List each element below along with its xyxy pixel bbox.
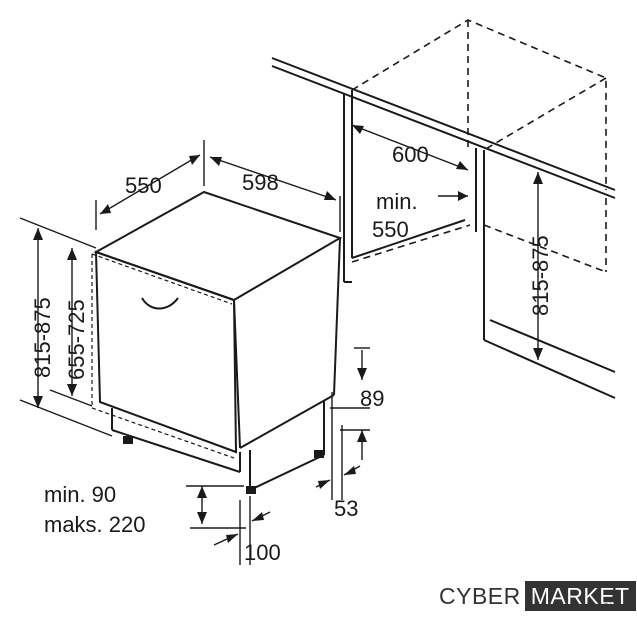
worktop bbox=[271, 57, 616, 199]
logo-suffix: .BY bbox=[601, 602, 616, 612]
label-min-prefix: min. bbox=[376, 189, 418, 214]
dim-foot-adjustment: min. 90 maks. 220 bbox=[44, 482, 246, 537]
dim-600: 600 bbox=[351, 124, 469, 171]
label-53: 53 bbox=[334, 496, 358, 521]
logo-part-market: MARKET bbox=[524, 581, 636, 611]
label-door-height: 655-725 bbox=[64, 299, 89, 380]
logo-part-cyber: CYBER bbox=[433, 581, 525, 611]
dim-door-height: 655-725 bbox=[49, 248, 93, 407]
label-min-550: 550 bbox=[372, 217, 409, 242]
niche-walls bbox=[343, 90, 616, 399]
cabinet-outline-dashed bbox=[351, 19, 607, 273]
label-foot-max: maks. 220 bbox=[44, 512, 146, 537]
label-appliance-height: 815-875 bbox=[30, 297, 55, 378]
dim-min-550: min. 550 bbox=[372, 189, 468, 242]
foot-front-right bbox=[246, 486, 256, 494]
foot-rear-right bbox=[314, 450, 324, 458]
cybermarket-logo: CYBER MARKET bbox=[433, 581, 636, 611]
label-550-depth: 550 bbox=[125, 173, 162, 198]
dim-appliance-height: 815-875 bbox=[19, 217, 113, 437]
label-cabinet-height: 815-875 bbox=[528, 235, 553, 316]
dim-100: 100 bbox=[213, 496, 281, 565]
dim-89: 89 bbox=[330, 347, 384, 460]
label-foot-min: min. 90 bbox=[44, 482, 116, 507]
dim-550-depth: 550 bbox=[95, 140, 205, 230]
label-100: 100 bbox=[244, 540, 281, 565]
dim-cabinet-height: 815-875 bbox=[528, 172, 553, 360]
dishwasher-body bbox=[91, 190, 343, 494]
label-89: 89 bbox=[360, 386, 384, 411]
label-600: 600 bbox=[392, 142, 429, 167]
label-598-width: 598 bbox=[242, 170, 279, 195]
foot-front-left bbox=[123, 436, 133, 444]
dim-598-width: 598 bbox=[209, 156, 341, 232]
dim-53: 53 bbox=[315, 392, 361, 521]
